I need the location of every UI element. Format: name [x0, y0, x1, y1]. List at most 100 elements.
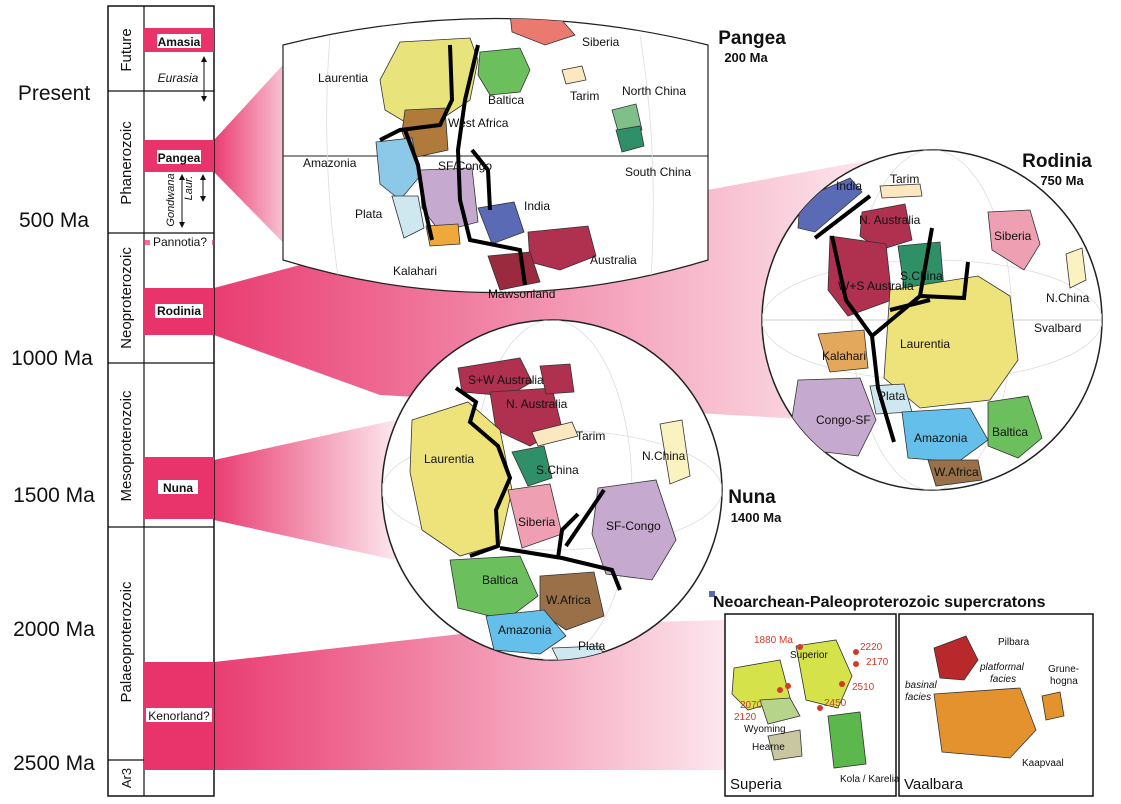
- rodinia-label-nchina: N.China: [1046, 291, 1090, 305]
- nuna-label-nchina: N.China: [642, 449, 686, 463]
- pangea-map: Pangea 200 Ma Siberia Laurentia Baltica …: [282, 17, 786, 301]
- vaalbara-label-hogna: hogna: [1050, 676, 1078, 687]
- tick-2000: 2000 Ma: [13, 618, 95, 641]
- nchina-rodinia: [1065, 247, 1087, 289]
- superia-name: Superia: [730, 776, 782, 793]
- vaalbara-label-basinal: basinal: [905, 680, 937, 691]
- pangea-label-baltica: Baltica: [488, 93, 524, 107]
- wafrica-nuna: [539, 571, 605, 631]
- superia-label-2450: 2450: [824, 698, 847, 709]
- india-pangea: [477, 201, 525, 245]
- eon-ar3: Ar3: [119, 768, 134, 788]
- kalahari-rodinia: [817, 329, 869, 373]
- schina-nuna: [511, 445, 553, 487]
- rodinia-label-tarim: Tarim: [890, 172, 919, 186]
- amazonia-nuna: [485, 609, 567, 655]
- vaalbara-label-platformal: platformal: [979, 662, 1025, 673]
- pannotia-label: Pannotia?: [153, 235, 207, 249]
- amasia-label: Amasia: [158, 35, 201, 49]
- eurasia-label: Eurasia: [158, 71, 199, 85]
- schina-pangea: [615, 125, 645, 153]
- pangea-label-amazonia: Amazonia: [303, 156, 357, 170]
- nuna-rift-lines: [454, 386, 622, 591]
- pangea-label-laurentia: Laurentia: [318, 71, 368, 85]
- rodinia-label-amazonia: Amazonia: [914, 431, 968, 445]
- tick-1500: 1500 Ma: [13, 484, 95, 507]
- pangea-label-plata: Plata: [355, 207, 383, 221]
- nuna-label-sfcongo: SF-Congo: [606, 519, 661, 533]
- tarim-rodinia: [879, 183, 923, 199]
- superia-label-2220: 2220: [860, 642, 883, 653]
- vaalbara-label-facies1: facies: [990, 674, 1016, 685]
- kola-karelia-craton: [827, 711, 867, 769]
- nuna-label-tarim: Tarim: [576, 429, 605, 443]
- sfcongo-nuna: [591, 479, 677, 581]
- mawsonland-pangea: [487, 251, 541, 291]
- rodinia-globe: Rodinia 750 Ma India Tarim N. Australia …: [761, 149, 1103, 491]
- supercratons-panel: Neoarchean-Paleoproterozoic supercratons…: [709, 591, 1094, 797]
- naustralia-rodinia: [859, 203, 913, 251]
- superia-label-2120: 2120: [734, 712, 757, 723]
- swaustralia-nuna: [457, 357, 533, 397]
- nuna-label-swaustralia: S+W Australia: [468, 373, 544, 387]
- nuna-label-amazonia: Amazonia: [498, 623, 552, 637]
- pilbara-craton: [933, 635, 979, 681]
- nuna-wedge: [214, 420, 395, 560]
- amazonia-rodinia: [901, 407, 989, 463]
- india-rodinia: [797, 177, 863, 233]
- nuna-label-siberia: Siberia: [518, 515, 556, 529]
- nuna-age: 1400 Ma: [731, 510, 782, 525]
- tarim-pangea: [561, 65, 587, 85]
- nuna-globe: Nuna 1400 Ma S+W Australia N. Australia …: [381, 319, 782, 661]
- pangea-label-mawsonland: Mawsonland: [488, 287, 555, 301]
- laurentia-rodinia: [883, 275, 1019, 409]
- pangea-label-india: India: [524, 199, 550, 213]
- rodinia-label-schina: S.China: [900, 269, 943, 283]
- nuna-band-label: Nuna: [163, 481, 193, 495]
- vaalbara-name: Vaalbara: [904, 776, 964, 793]
- star-icon: [777, 644, 859, 711]
- kaapvaal-craton: [933, 687, 1037, 759]
- pangea-wedge: [214, 55, 300, 260]
- tick-1000: 1000 Ma: [11, 347, 93, 370]
- vaalbara-label-pilbara: Pilbara: [998, 637, 1030, 648]
- rodinia-label-svalbard: Svalbard: [1034, 321, 1081, 335]
- rodinia-title: Rodinia: [1022, 151, 1092, 172]
- rodinia-label-plata: Plata: [878, 389, 906, 403]
- plata-pangea: [391, 195, 425, 239]
- laur-label: Laur.: [183, 176, 195, 201]
- rodinia-label-siberia: Siberia: [994, 229, 1032, 243]
- vaalbara-label-kaapvaal: Kaapvaal: [1022, 758, 1064, 769]
- time-axis: Present 500 Ma 1000 Ma 1500 Ma 2000 Ma 2…: [11, 5, 215, 797]
- pangea-age: 200 Ma: [724, 50, 768, 65]
- rodinia-label-india: India: [836, 179, 862, 193]
- superior-craton-east: [795, 639, 853, 709]
- tarim-nuna: [531, 421, 579, 447]
- pangea-label-tarim: Tarim: [570, 89, 599, 103]
- gondwana-label: Gondwana: [165, 173, 177, 226]
- tick-2500: 2500 Ma: [13, 752, 95, 775]
- vaalbara-label-grune: Grune-: [1048, 664, 1079, 675]
- baltica-pangea: [477, 47, 531, 96]
- pangea-title: Pangea: [718, 28, 786, 49]
- superia-label-1880: 1880 Ma: [754, 635, 793, 646]
- nuna-label-laurentia: Laurentia: [424, 452, 474, 466]
- laurentia-nuna: [409, 401, 513, 557]
- eon-palaeoproterozoic: Palaeoproterozoic: [118, 581, 135, 702]
- rodinia-label-kalahari: Kalahari: [822, 349, 866, 363]
- kenorland-wedge: [214, 620, 725, 770]
- rodinia-label-laurentia: Laurentia: [900, 337, 950, 351]
- siberia-pangea: [509, 18, 576, 46]
- rodinia-rift-lines: [813, 194, 970, 443]
- nuna-title: Nuna: [728, 487, 776, 508]
- tick-present: Present: [18, 82, 91, 105]
- siberia-rodinia: [987, 209, 1041, 271]
- eon-phanerozoic: Phanerozoic: [118, 121, 135, 205]
- pangea-band-label: Pangea: [158, 151, 201, 165]
- superia-label-superior: Superior: [790, 650, 828, 661]
- pangea-rift-lines: [379, 44, 527, 286]
- pangea-label-australia: Australia: [590, 253, 637, 267]
- superia-label-hearne: Hearne: [752, 742, 785, 753]
- nuna-label-schina: S.China: [536, 463, 579, 477]
- hearne-craton: [767, 729, 803, 761]
